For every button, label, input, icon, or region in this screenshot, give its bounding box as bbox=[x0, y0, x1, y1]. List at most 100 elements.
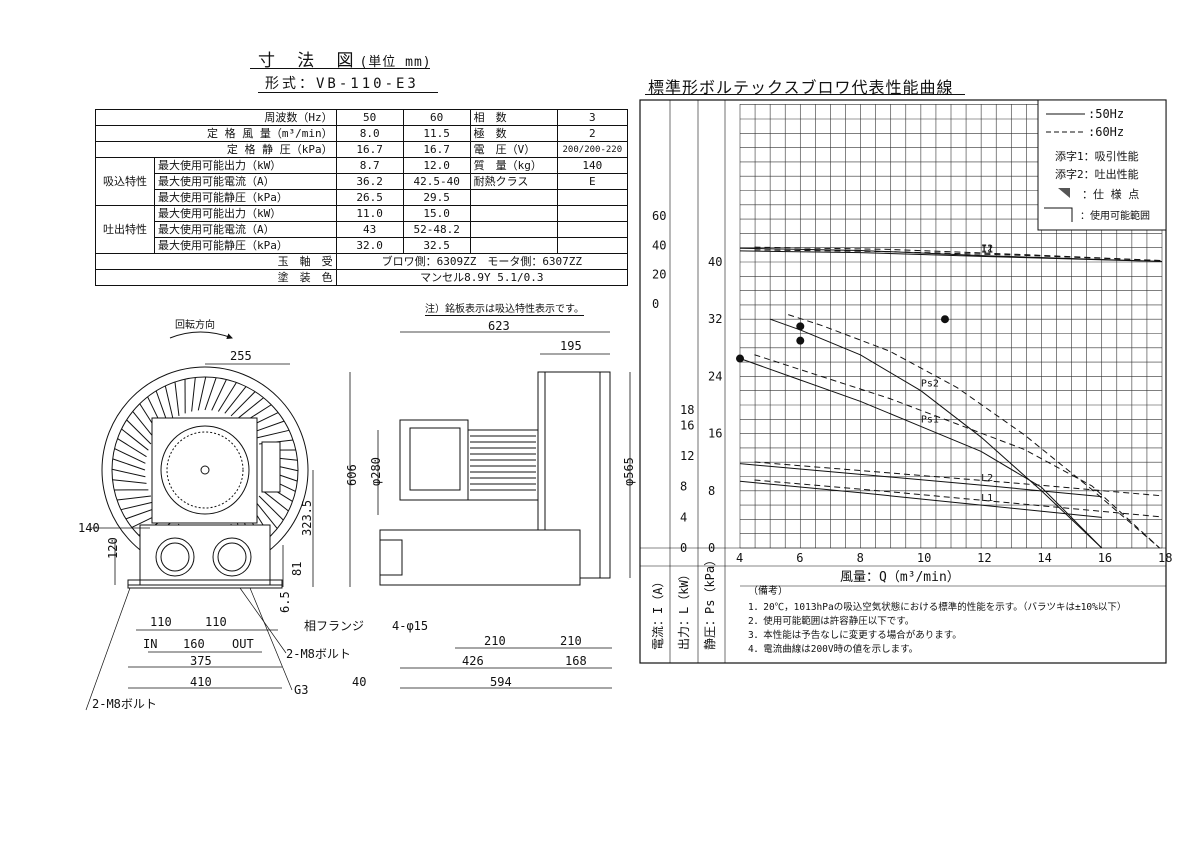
dim-375: 375 bbox=[190, 654, 212, 668]
flange-label: 相フランジ bbox=[304, 619, 364, 633]
l-tick-label: 0 bbox=[680, 541, 687, 555]
unit-label: (単位 mm) bbox=[359, 55, 432, 70]
x-tick-label: 12 bbox=[977, 551, 991, 565]
g3-label: G3 bbox=[294, 683, 308, 697]
table-cell: 42.5-40 bbox=[402, 173, 471, 190]
dim-210-b: 210 bbox=[560, 634, 582, 648]
y-axis-label-output: 出力：L（kW） bbox=[677, 568, 691, 650]
table-cell: 質 量（kg） bbox=[469, 157, 558, 174]
series-i1-60hz-line bbox=[754, 249, 1163, 262]
table-cell: 最大使用可能電流（A） bbox=[154, 173, 337, 190]
dim-323-5: 323.5 bbox=[300, 500, 314, 536]
table-row: 塗 装 色 マンセル8.9Y 5.1/0.3 bbox=[95, 269, 629, 286]
spec-point bbox=[796, 336, 805, 345]
fan-fin bbox=[236, 397, 264, 420]
chart-frame bbox=[639, 99, 1167, 664]
dimension-drawings: 255 140 120 606 323.5 81 6.5 110 110 IN … bbox=[78, 319, 636, 711]
table-cell: 最大使用可能静圧（kPa） bbox=[154, 189, 337, 206]
table-row: 吐出特性 最大使用可能出力（kW） 11.0 15.0 bbox=[95, 205, 629, 254]
note-1: 1．20℃，1013hPaの吸込空気状態における標準的性能を示す。（バラツキは±… bbox=[748, 601, 1126, 613]
series-l2-60hz-line bbox=[754, 461, 1160, 497]
bolt-label-1: 2-M8ボルト bbox=[286, 647, 351, 661]
table-cell: 52-48.2 bbox=[402, 221, 471, 238]
legend-60hz: :60Hz bbox=[1088, 125, 1124, 139]
nameplate-note: 注）銘板表示は吸込特性表示です。 bbox=[425, 300, 584, 316]
l-tick-label: 12 bbox=[680, 449, 694, 463]
note-2: 2．使用可能範囲は許容静圧以下です。 bbox=[748, 615, 914, 627]
dim-140: 140 bbox=[78, 521, 100, 535]
x-tick-label: 8 bbox=[857, 551, 864, 565]
series-l1-60hz-line bbox=[754, 479, 1160, 518]
group-discharge: 吐出特性 bbox=[95, 205, 155, 254]
fan-fin bbox=[121, 428, 149, 451]
l-tick-label: 16 bbox=[680, 418, 694, 432]
rotation-label: 回転方向 bbox=[175, 320, 215, 331]
dim-255: 255 bbox=[230, 349, 252, 363]
out-label: OUT bbox=[232, 637, 254, 651]
dim-594: 594 bbox=[490, 675, 512, 689]
fan-fin bbox=[164, 385, 174, 420]
range-icon bbox=[1044, 207, 1073, 222]
dim-40: 40 bbox=[352, 675, 366, 689]
holes-label: 4-φ15 bbox=[392, 619, 428, 633]
fan-fin bbox=[117, 438, 147, 458]
spec-point-icon bbox=[1058, 188, 1070, 198]
fan-fin bbox=[120, 501, 155, 511]
dim-195: 195 bbox=[560, 339, 582, 353]
x-tick-label: 16 bbox=[1098, 551, 1112, 565]
fan-fin bbox=[174, 381, 180, 417]
fan-fin bbox=[116, 495, 152, 501]
table-cell: 極 数 bbox=[469, 125, 558, 142]
table-cell: 最大使用可能出力（kW） bbox=[154, 205, 337, 222]
fan-fin bbox=[126, 419, 152, 445]
legend-50hz: :50Hz bbox=[1088, 107, 1124, 121]
fan-fin bbox=[258, 495, 284, 521]
chart-title-underline bbox=[645, 94, 965, 95]
model-underline bbox=[258, 92, 438, 93]
fan-fin bbox=[224, 386, 247, 414]
table-cell: 140 bbox=[556, 157, 629, 174]
ps-tick-label: 16 bbox=[708, 427, 722, 441]
series-ps1-line bbox=[739, 358, 1103, 549]
legend-spec-point: ：仕 様 点 bbox=[1082, 187, 1139, 201]
l-tick-label: 8 bbox=[680, 480, 687, 494]
series-label: Ps1 bbox=[921, 414, 939, 425]
dim-168: 168 bbox=[565, 654, 587, 668]
ps-tick-label: 8 bbox=[708, 484, 715, 498]
series-label: L2 bbox=[981, 473, 993, 484]
i-tick-label: 20 bbox=[652, 268, 666, 282]
notes-title: （備考） bbox=[748, 584, 788, 597]
spec-point bbox=[736, 354, 744, 363]
fan-fin bbox=[197, 376, 207, 411]
dim-426: 426 bbox=[462, 654, 484, 668]
table-row: 吸込特性 最大使用可能出力（kW） 8.7 12.0 質 量（kg） 140 bbox=[95, 157, 629, 206]
table-cell: 最大使用可能出力（kW） bbox=[154, 157, 337, 174]
x-tick-label: 10 bbox=[917, 551, 931, 565]
fan-fin bbox=[255, 429, 290, 439]
l-tick-label: 4 bbox=[680, 510, 687, 524]
dim-110-right: 110 bbox=[205, 615, 227, 629]
fan-fin bbox=[211, 379, 227, 411]
fan-fin bbox=[114, 448, 146, 464]
i-tick-label: 60 bbox=[652, 209, 666, 223]
table-cell: 16.7 bbox=[335, 141, 404, 158]
table-row: 玉 軸 受 ブロワ側：6309ZZ モータ側：6307ZZ bbox=[95, 253, 629, 270]
l-tick-label: 18 bbox=[680, 403, 694, 417]
fan-fin bbox=[111, 468, 146, 478]
table-cell: 塗 装 色 bbox=[95, 269, 337, 286]
series-l2-line bbox=[739, 463, 1102, 498]
note-3: 3．本性能は予告なしに変更する場合があります。 bbox=[748, 629, 962, 641]
series-label: I1 bbox=[981, 244, 993, 255]
table-cell: 2 bbox=[556, 125, 629, 142]
x-tick-label: 4 bbox=[736, 551, 743, 565]
legend-suffix1: 添字1：吸引性能 bbox=[1055, 149, 1139, 163]
note-4: 4．電流曲線は200V時の値を示します。 bbox=[748, 643, 918, 655]
dim-phi565: φ565 bbox=[622, 457, 636, 486]
in-label: IN bbox=[143, 637, 157, 651]
dim-110-left: 110 bbox=[150, 615, 172, 629]
dim-6-5: 6.5 bbox=[278, 591, 292, 613]
x-axis-label: 風量：Q（m³/min） bbox=[840, 570, 960, 585]
fan-fin bbox=[112, 479, 147, 484]
table-row: 最大使用可能電流（A） 43 52-48.2 bbox=[96, 221, 629, 238]
